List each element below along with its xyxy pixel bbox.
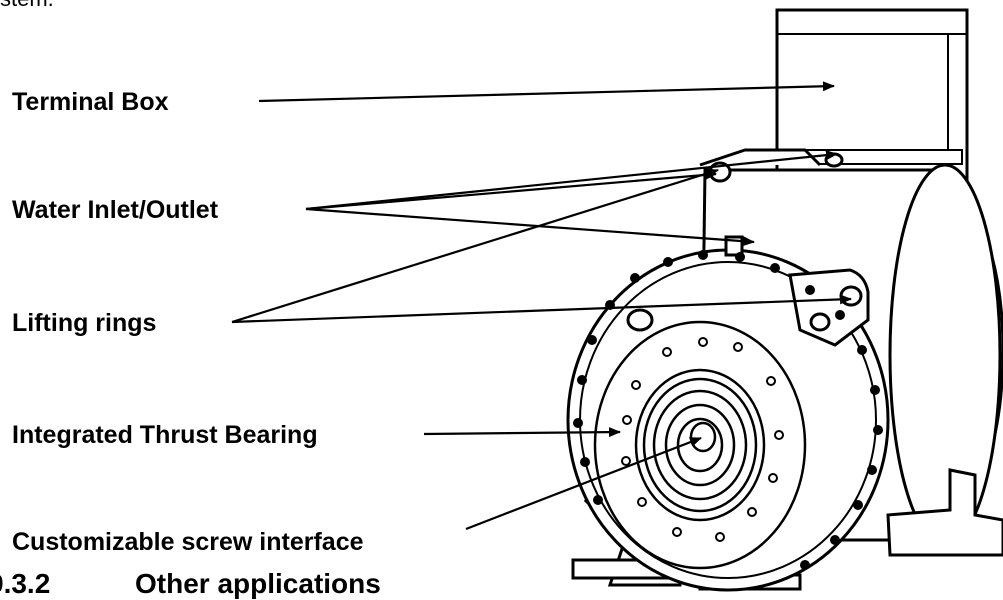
section-number: 9.3.2	[0, 568, 51, 599]
label-integrated-thrust-bearing: Integrated Thrust Bearing	[12, 421, 318, 449]
section-heading: Other applications	[135, 568, 381, 599]
page-top-fragment: stem.	[0, 0, 54, 12]
inner-plate	[593, 320, 807, 570]
label-lifting-rings: Lifting rings	[12, 309, 157, 337]
label-water-inlet-outlet: Water Inlet/Outlet	[12, 196, 219, 224]
plate-holes	[621, 337, 784, 542]
label-customizable-screw-interface: Customizable screw interface	[12, 528, 364, 556]
leader-lines	[231, 81, 852, 531]
flange-bolts	[573, 250, 883, 570]
label-terminal-box: Terminal Box	[12, 88, 169, 116]
